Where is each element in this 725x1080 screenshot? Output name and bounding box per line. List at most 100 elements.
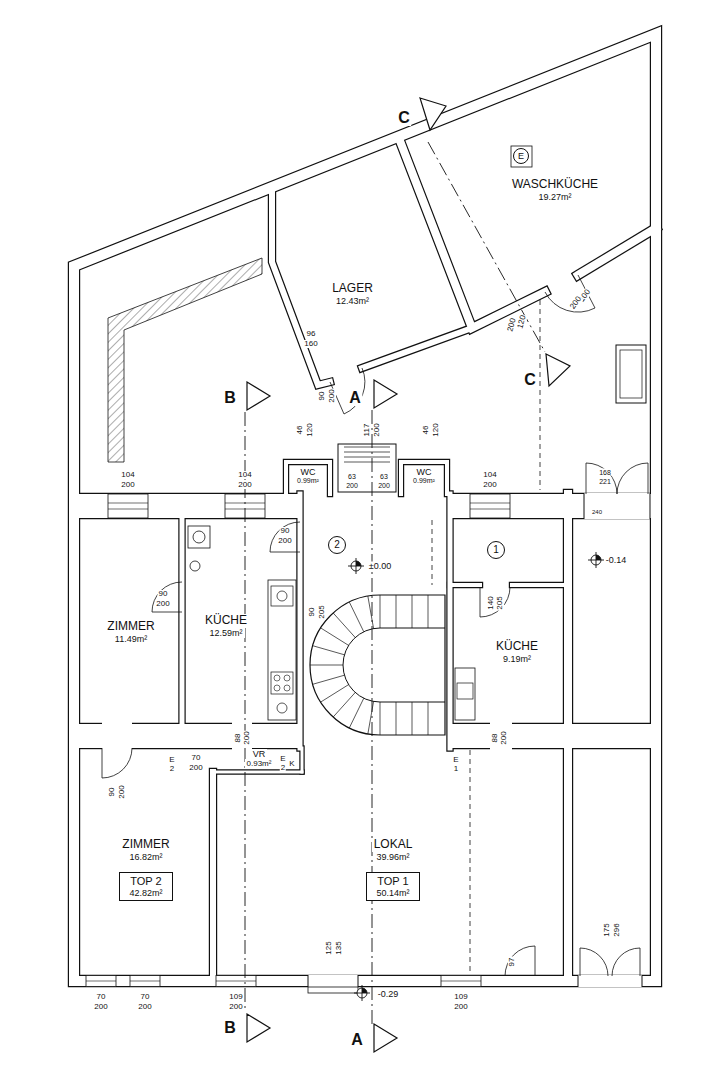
wall-fill	[74, 724, 102, 748]
dimension-label: 63	[379, 473, 389, 480]
sink-bowl	[277, 703, 287, 713]
shaft-box-inner	[620, 350, 642, 398]
room-area: 0.99m²	[411, 477, 437, 485]
room-label: ZIMMER11.49m²	[84, 620, 178, 644]
burner	[284, 685, 290, 691]
room-label: ZIMMER16.82m²TOP 242.82m²	[84, 838, 208, 901]
wall-outline	[563, 494, 573, 981]
door-swing	[505, 946, 535, 976]
stair-tread	[412, 702, 413, 735]
dimension-label: 120	[432, 422, 440, 437]
dimension-label: 63	[347, 473, 357, 480]
window	[470, 494, 510, 518]
stair-tread	[321, 685, 349, 702]
room-name: 2	[332, 539, 342, 551]
wall-fill	[362, 328, 472, 368]
wall-outline	[362, 328, 472, 368]
dimension-label: 120	[516, 314, 528, 331]
dimension-label: 205	[318, 604, 326, 619]
stove	[457, 683, 473, 699]
dimension-label: 117	[363, 423, 371, 438]
wall-outline	[401, 462, 447, 494]
section-flag	[546, 354, 570, 386]
wall-outline	[512, 582, 568, 588]
window-pane	[216, 981, 256, 982]
dimension-label: 109	[228, 993, 243, 1001]
window-pane	[470, 509, 510, 510]
outlet-mark: 2	[280, 764, 286, 772]
dimension-label: 90	[308, 607, 316, 618]
dimension-label: 104	[482, 471, 497, 479]
dimension-label: 125	[325, 940, 333, 955]
wall-fill	[301, 748, 304, 772]
elevation-marker	[588, 552, 604, 568]
window-pane	[441, 981, 481, 982]
dimension-label: 200	[93, 1003, 108, 1011]
stair-tread	[368, 596, 374, 628]
hidden-line	[540, 300, 541, 490]
dimension-label: 200	[277, 537, 292, 545]
dimension-label: 200	[345, 482, 359, 489]
elevation-fill	[356, 561, 361, 566]
elevation-marker	[348, 558, 364, 574]
stair-tread	[333, 613, 355, 638]
section-letter: B	[223, 390, 237, 406]
room-area: 39.96m²	[374, 852, 411, 862]
window	[108, 494, 148, 518]
elevation-label: ±0.00	[368, 562, 392, 571]
sink-bowl	[193, 531, 205, 543]
section-letter: A	[350, 1032, 364, 1048]
sink	[271, 586, 293, 606]
room-name: TOP 1	[375, 875, 410, 888]
dimension-label: 104	[120, 471, 135, 479]
room-name: TOP 2	[128, 875, 163, 888]
section-flag	[247, 382, 270, 410]
stair-tread	[333, 692, 355, 717]
elevation-cross	[354, 985, 370, 1001]
section-line	[428, 142, 545, 352]
spiral-stair	[310, 444, 445, 735]
step-line	[344, 462, 390, 463]
room-area: 12.43m²	[334, 296, 371, 306]
door-swing	[580, 948, 608, 976]
washbasin	[190, 561, 200, 571]
dimension-label: 90	[318, 391, 326, 402]
callout-number: 1	[487, 541, 505, 559]
wall-fill	[400, 141, 545, 328]
door-opening	[578, 975, 642, 987]
wall-fill	[564, 494, 572, 981]
room-name: VR	[251, 749, 268, 759]
jamb	[650, 493, 651, 519]
dimension-label: 120	[306, 422, 314, 437]
door-swing	[270, 522, 300, 552]
wall-fill	[578, 228, 656, 275]
door-swing	[586, 463, 617, 494]
dimension-label: 90	[108, 787, 116, 798]
stair-well	[343, 628, 445, 702]
stair-tread	[368, 701, 374, 733]
elevation-label: -0.29	[377, 990, 400, 999]
door-swing	[617, 463, 648, 494]
stair-tread	[380, 702, 381, 735]
section-letter: B	[223, 1020, 237, 1036]
dimension-label: 200	[506, 317, 518, 334]
stair-block	[338, 444, 396, 492]
elevation-fill	[596, 555, 601, 560]
door-swing	[545, 275, 595, 312]
window	[130, 976, 160, 987]
outlet-mark: 1	[453, 765, 459, 773]
dimension-label: 240	[591, 509, 603, 515]
wall-outline	[450, 723, 490, 749]
wall-fill	[401, 462, 447, 494]
hatched-area	[108, 258, 262, 462]
wall-fill	[512, 583, 568, 587]
hidden-line	[432, 520, 433, 585]
jamb	[308, 975, 309, 987]
stair-tread	[380, 595, 381, 628]
wall-fill	[450, 583, 480, 587]
sink-bowl	[277, 591, 287, 601]
dimension-label: 135	[335, 940, 343, 955]
wall-fill	[74, 34, 656, 981]
dimension-label: 70	[191, 754, 202, 762]
door-opening	[308, 975, 358, 987]
